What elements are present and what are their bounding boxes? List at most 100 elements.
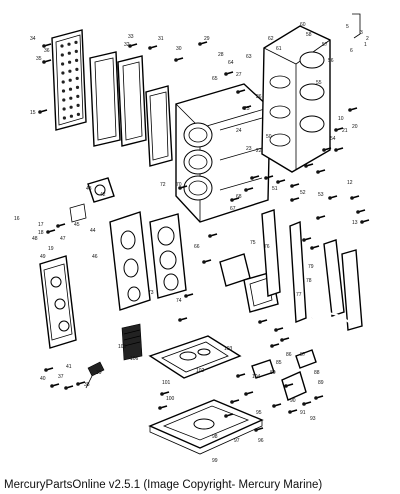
- callout-number: 5: [346, 24, 349, 30]
- bolt-head: [302, 402, 306, 406]
- callout-number: 48: [32, 236, 38, 242]
- callout-number: 37: [58, 374, 64, 380]
- bolt-head: [224, 72, 228, 76]
- bypass-cover-2: [289, 220, 307, 324]
- callout-number: 34: [30, 36, 36, 42]
- callout-number: 39: [96, 370, 102, 376]
- callout-number: 98: [212, 434, 218, 440]
- bolt-head: [350, 196, 354, 200]
- callout-number: 32: [124, 42, 130, 48]
- callout-number: 60: [300, 22, 306, 28]
- callout-number: 42: [100, 192, 106, 198]
- callout-number: 22: [256, 148, 262, 154]
- bolt-head: [348, 108, 352, 112]
- callout-number: 21: [342, 128, 348, 134]
- bypass-cover-3: [323, 239, 345, 317]
- bolt-head: [50, 384, 54, 388]
- bolt-head: [38, 110, 42, 114]
- callout-number: 10: [338, 116, 344, 122]
- callout-number: 62: [268, 36, 274, 42]
- bolt-head: [322, 148, 326, 152]
- callout-number: 97: [234, 438, 240, 444]
- callout-number: 47: [60, 236, 66, 242]
- callout-number: 33: [128, 34, 134, 40]
- callout-number: 2: [366, 36, 369, 42]
- callout-number: 52: [300, 190, 306, 196]
- callout-number: 35: [36, 56, 42, 62]
- bolt-head: [160, 392, 164, 396]
- callout-number: 75: [250, 240, 256, 246]
- bolt-head: [316, 216, 320, 220]
- bolt-head: [64, 386, 68, 390]
- bolt-head: [334, 148, 338, 152]
- bypass-cover-1: [261, 209, 281, 297]
- bolt-head: [208, 234, 212, 238]
- callout-number: 79: [308, 264, 314, 270]
- bolt-head: [184, 294, 188, 298]
- bolt-head: [230, 400, 234, 404]
- cylinder-block: [175, 83, 271, 223]
- callout-number: 36: [44, 48, 50, 54]
- crankcase-half: [261, 25, 331, 173]
- callout-number: 12: [347, 180, 353, 186]
- callout-number: 28: [218, 52, 224, 58]
- callout-number: 104: [252, 374, 261, 380]
- transfer-cover: [109, 211, 151, 311]
- bolt-head: [174, 58, 178, 62]
- callout-number: 43: [86, 186, 92, 192]
- bolt-head: [128, 44, 132, 48]
- callout-number: 65: [212, 76, 218, 82]
- callout-number: 13: [352, 220, 358, 226]
- bolt-head: [42, 60, 46, 64]
- callout-number: 95: [256, 410, 262, 416]
- callout-number: 100: [166, 396, 175, 402]
- bolt-head: [288, 410, 292, 414]
- callout-number: 64: [228, 60, 234, 66]
- callout-number: 80: [270, 370, 276, 376]
- bolt-head: [250, 176, 254, 180]
- callout-number: 67: [230, 206, 236, 212]
- exhaust-cover: [145, 85, 173, 167]
- callout-number: 40: [40, 376, 46, 382]
- intake-manifold: [39, 255, 77, 349]
- bolt-head: [310, 246, 314, 250]
- callout-number: 41: [66, 364, 72, 370]
- bolt-head: [280, 338, 284, 342]
- callout-number: 49: [40, 254, 46, 260]
- callout-number: 38: [84, 382, 90, 388]
- callout-number: 19: [48, 246, 54, 252]
- bolt-head: [178, 186, 182, 190]
- callout-number: 89: [318, 380, 324, 386]
- spark-plug: [85, 361, 105, 389]
- callout-number: 91: [300, 410, 306, 416]
- bolt-head: [242, 106, 246, 110]
- callout-number: 90: [290, 398, 296, 404]
- bolt-head: [198, 42, 202, 46]
- bolt-head: [334, 128, 338, 132]
- callout-number: 16: [14, 216, 20, 222]
- callout-number: 15: [30, 110, 36, 116]
- callout-number: 74: [176, 298, 182, 304]
- callout-number: 45: [74, 222, 80, 228]
- bolt-head: [254, 428, 258, 432]
- callout-number: 17: [38, 222, 44, 228]
- callout-number: 103: [224, 346, 233, 352]
- bolt-head: [224, 414, 228, 418]
- callout-number: 51: [272, 186, 278, 192]
- bolt-head: [42, 44, 46, 48]
- callout-number: 24: [236, 128, 242, 134]
- hose: [311, 312, 353, 325]
- bypass-cover-4: [341, 249, 363, 331]
- bolt-head: [258, 320, 262, 324]
- callout-number: 68: [236, 194, 242, 200]
- bolt-head: [236, 90, 240, 94]
- callout-number: 6: [350, 48, 353, 54]
- bolt-head: [202, 260, 206, 264]
- callout-number: 44: [90, 228, 96, 234]
- callout-number: 93: [310, 416, 316, 422]
- bolt-head: [360, 220, 364, 224]
- bolt-head: [264, 176, 268, 180]
- callout-labels: 1235610121315161718192021222324252627282…: [14, 22, 369, 464]
- bolt-head: [328, 196, 332, 200]
- bolt-head: [244, 392, 248, 396]
